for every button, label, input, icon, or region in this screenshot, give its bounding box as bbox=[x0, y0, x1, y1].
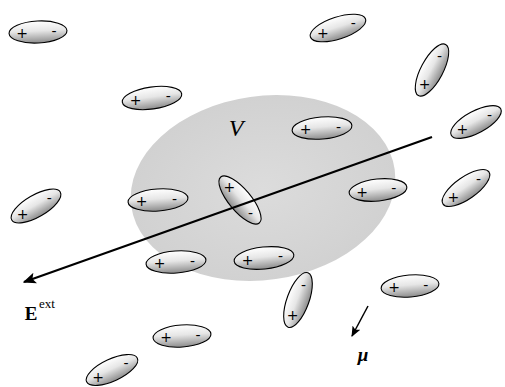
charge-sign: - bbox=[351, 16, 356, 30]
dipole-ellipse bbox=[233, 244, 295, 272]
charge-sign: - bbox=[172, 192, 177, 206]
dipole-ellipse bbox=[446, 99, 505, 145]
charge-sign: - bbox=[391, 181, 396, 195]
dipole-ellipse bbox=[348, 176, 408, 204]
charge-sign: - bbox=[476, 172, 481, 186]
field-symbol: E bbox=[25, 304, 38, 323]
dipole-group bbox=[6, 9, 505, 387]
volume-region bbox=[118, 78, 407, 297]
charge-sign: - bbox=[487, 108, 492, 122]
charge-sign: + bbox=[136, 194, 148, 208]
dipole-ellipse bbox=[152, 323, 211, 349]
charge-sign: + bbox=[224, 180, 236, 194]
charge-sign: + bbox=[287, 308, 299, 322]
dipole-ellipse bbox=[437, 163, 495, 213]
charge-sign: + bbox=[448, 190, 460, 204]
dipole-ellipse bbox=[8, 19, 67, 44]
dipole-ellipse bbox=[121, 83, 183, 113]
dipole-ellipse bbox=[212, 170, 267, 230]
charge-sign: + bbox=[300, 122, 312, 136]
dipole-ellipse bbox=[6, 182, 65, 229]
charge-sign: - bbox=[301, 278, 306, 292]
region-symbol: V bbox=[229, 116, 244, 140]
charge-sign: + bbox=[92, 370, 104, 384]
charge-sign: - bbox=[336, 120, 341, 134]
charge-sign: + bbox=[154, 256, 166, 270]
charge-sign: + bbox=[419, 77, 431, 91]
charge-sign: - bbox=[166, 89, 171, 103]
charge-sign: + bbox=[356, 185, 368, 199]
moment-symbol: μ bbox=[358, 345, 369, 364]
dipole-ellipse bbox=[409, 39, 456, 101]
charge-sign: + bbox=[16, 26, 28, 40]
charge-sign: + bbox=[317, 26, 329, 40]
charge-sign: - bbox=[437, 49, 442, 63]
charge-sign: + bbox=[457, 122, 469, 136]
charge-sign: - bbox=[51, 24, 56, 38]
field-arrow bbox=[24, 137, 432, 282]
field-superscript: ext bbox=[39, 297, 55, 310]
dipole-ellipse bbox=[380, 273, 440, 300]
dipole-ellipse bbox=[291, 114, 353, 141]
charge-sign: - bbox=[248, 206, 253, 220]
charge-sign: + bbox=[130, 93, 142, 107]
charge-sign: + bbox=[17, 207, 29, 221]
charge-sign: - bbox=[190, 254, 195, 268]
charge-sign: - bbox=[123, 356, 128, 370]
dipole-ellipse bbox=[145, 249, 206, 275]
charge-sign: - bbox=[47, 191, 52, 205]
charge-sign: + bbox=[160, 330, 172, 344]
charge-sign: - bbox=[278, 249, 283, 263]
charge-sign: + bbox=[242, 253, 254, 267]
charge-sign: + bbox=[388, 280, 400, 294]
charge-sign: - bbox=[423, 278, 428, 292]
moment-arrow bbox=[352, 306, 368, 336]
dipole-ellipse bbox=[307, 9, 369, 48]
dipole-ellipse bbox=[127, 187, 188, 213]
charge-sign: - bbox=[195, 328, 200, 342]
dipole-ellipse bbox=[278, 269, 319, 331]
dipole-ellipse bbox=[82, 348, 142, 387]
